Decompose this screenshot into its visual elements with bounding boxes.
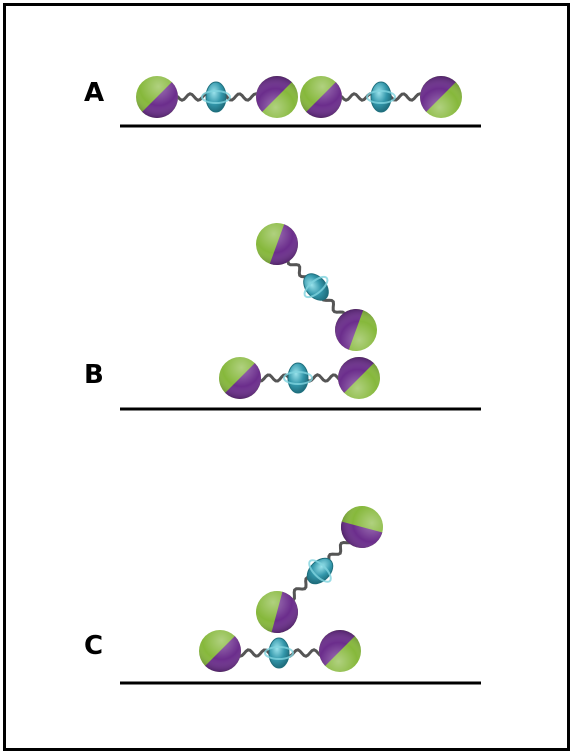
- linker-c-bottom: [264, 637, 294, 669]
- ball-c-top: [341, 506, 383, 548]
- linker-a2: [366, 81, 396, 113]
- linker-b-upper: [303, 273, 329, 301]
- ball-b-left: [219, 357, 261, 399]
- ball-a2: [256, 76, 298, 118]
- panel-label-b: B: [84, 360, 104, 390]
- ball-a3: [300, 76, 342, 118]
- linker-b-bottom: [283, 362, 313, 394]
- linker-c-upper: [306, 557, 334, 585]
- ball-b-right: [338, 357, 380, 399]
- ball-b-middle: [335, 309, 377, 351]
- ball-c-left: [199, 630, 241, 672]
- ball-b-top: [256, 223, 298, 265]
- ball-a4: [420, 76, 462, 118]
- figure-frame: [3, 3, 570, 751]
- panel-label-a: A: [84, 78, 105, 108]
- panel-label-c: C: [84, 631, 104, 661]
- ball-c-right: [319, 630, 361, 672]
- ball-c-middle: [256, 591, 298, 633]
- linker-a1: [201, 81, 231, 113]
- ball-a1: [136, 76, 178, 118]
